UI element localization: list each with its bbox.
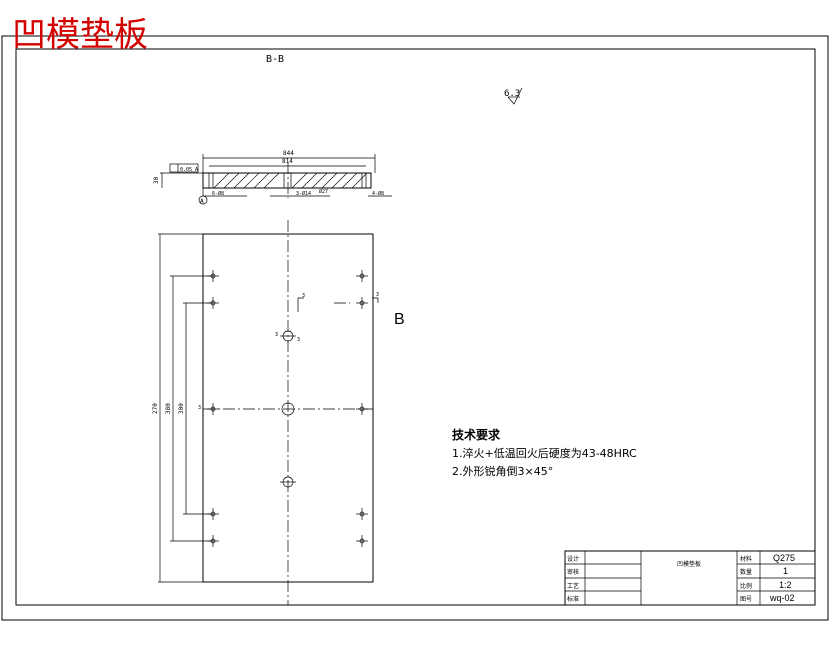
tb-drawing-no: wq-02	[769, 593, 795, 603]
section-hatching	[213, 172, 368, 189]
hole-tag-3: 3	[198, 405, 201, 411]
left-holes	[207, 270, 219, 547]
drawing-title: 凹模垫板	[12, 15, 148, 55]
front-view: 270 380 300	[152, 220, 405, 605]
tb-label-standard: 标准	[567, 595, 579, 603]
tech-item-1: 1.淬火+低温回火后硬度为43-48HRC	[452, 446, 637, 460]
dim-thickness: 30	[153, 176, 160, 184]
tolerance-value: 0.05 A	[180, 167, 198, 173]
title-block: 设计 审核 工艺 标准 凹模垫板 材料 数量 比例 图号 Q275 1 1:2 …	[564, 550, 816, 606]
section-marker: B	[394, 311, 405, 328]
outer-border	[1, 35, 829, 621]
dim-height-mid: 380	[165, 403, 172, 414]
tb-label-drawing-no: 图号	[740, 596, 752, 603]
cut-tag-2: 3	[376, 292, 379, 298]
hole-tag-1: 3	[275, 332, 278, 338]
tb-quantity: 1	[783, 566, 788, 576]
tb-material: Q275	[773, 553, 795, 563]
roughness-value: 6.3	[504, 89, 520, 99]
tb-label-process: 工艺	[567, 582, 579, 590]
tech-heading: 技术要求	[452, 427, 501, 442]
dim-inner: 814	[282, 158, 293, 165]
dim-height-outer: 270	[152, 403, 159, 414]
tb-part-name: 凹模垫板	[677, 560, 701, 568]
section-label: B-B	[266, 54, 284, 65]
tech-item-2: 2.外形锐角倒3×45°	[452, 464, 553, 478]
hole-callout-right: 4-Ø8	[372, 190, 384, 197]
tolerance-frame	[169, 163, 199, 173]
cut-marker-left	[297, 297, 304, 312]
roughness-symbol: 6.3	[504, 87, 523, 105]
tb-scale: 1:2	[779, 580, 792, 590]
tb-label-material: 材料	[740, 555, 752, 563]
tb-label-qty: 数量	[740, 568, 752, 576]
hole-tag-2: 3	[297, 337, 300, 343]
tech-requirements: 技术要求 1.淬火+低温回火后硬度为43-48HRC 2.外形锐角倒3×45°	[452, 427, 637, 478]
right-holes	[356, 270, 368, 547]
section-body	[202, 172, 372, 189]
dim-height-inner: 300	[178, 403, 185, 414]
hole-callout-mid: 3-Ø14	[296, 190, 311, 197]
center-holes	[280, 330, 296, 488]
cut-marker-right	[372, 297, 379, 303]
datum-label: A	[200, 198, 204, 205]
tb-label-review: 审核	[567, 568, 579, 576]
tb-label-design: 设计	[567, 555, 579, 563]
hole-callout-left: 6-Ø8	[212, 190, 224, 197]
hole-callout-mid2: Ø27	[319, 188, 328, 195]
cut-tag-1: 3	[302, 293, 305, 299]
section-view: 844 814 30 0.05 A A 6-Ø8 3-Ø14 Ø27 4-Ø8	[153, 150, 392, 205]
tb-label-scale: 比例	[740, 582, 752, 590]
dim-overall: 844	[283, 150, 294, 157]
inner-frame	[15, 48, 816, 606]
